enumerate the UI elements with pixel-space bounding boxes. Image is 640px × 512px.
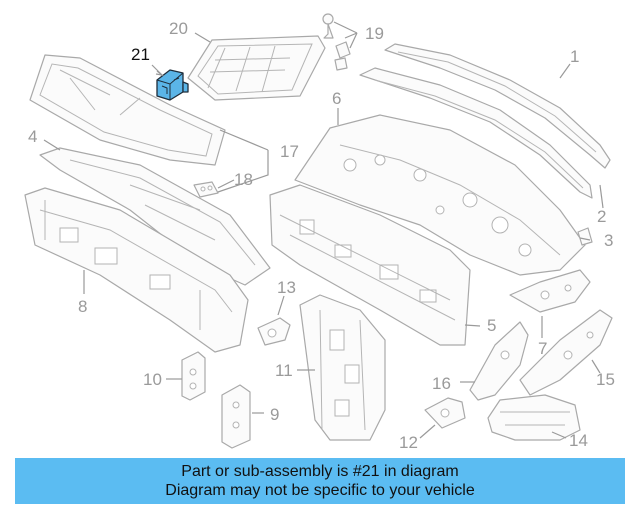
part-14-lower-member: [487, 394, 581, 441]
callout-9: 9: [270, 405, 279, 424]
callout-13: 13: [277, 278, 296, 297]
part-17-cowl-panel: [29, 54, 226, 166]
part-2-rail: [359, 67, 593, 199]
callout-20: 20: [169, 19, 188, 38]
callout-11: 11: [275, 361, 293, 380]
part-16-bracket: [469, 321, 529, 401]
callout-17: 17: [280, 142, 299, 161]
part-20-tray: [187, 35, 326, 101]
part-3-clip: [577, 227, 593, 246]
callout-21: 21: [131, 45, 150, 64]
callout-1: 1: [570, 47, 579, 66]
part-12-plate: [424, 397, 466, 429]
part-11-pillar: [299, 294, 386, 441]
callout-10: 10: [143, 370, 162, 389]
callout-12: 12: [399, 433, 418, 452]
callout-2: 2: [597, 207, 606, 226]
callout-4: 4: [28, 127, 37, 146]
part-18-bracket: [193, 181, 219, 198]
info-banner: Part or sub-assembly is #21 in diagram D…: [15, 458, 625, 504]
part-13-bracket: [257, 317, 291, 346]
callout-19: 19: [365, 24, 384, 43]
part-19-clips: [322, 13, 351, 71]
callout-labels: 1 2 3 4 5 6 7 8 9 10 11 12 13 14 15 16 1…: [28, 19, 615, 452]
part-15-side-rail: [519, 309, 613, 396]
banner-line-2: Diagram may not be specific to your vehi…: [165, 482, 475, 499]
parts-diagram: 1 2 3 4 5 6 7 8 9 10 11 12 13 14 15 16 1…: [24, 13, 615, 452]
part-9-bracket: [221, 384, 251, 449]
callout-6: 6: [332, 89, 341, 108]
callout-15: 15: [596, 370, 615, 389]
part-5-front-panel: [269, 184, 471, 346]
banner-line-1: Part or sub-assembly is #21 in diagram: [181, 463, 459, 480]
part-21-bracket: [156, 69, 189, 101]
callout-18: 18: [234, 170, 253, 189]
part-7-bracket: [509, 269, 591, 313]
callout-7: 7: [538, 339, 547, 358]
callout-14: 14: [569, 431, 588, 450]
part-6-large-panel: [294, 114, 586, 276]
callout-8: 8: [78, 297, 87, 316]
callout-5: 5: [487, 316, 496, 335]
leader-lines: [43, 21, 604, 439]
part-10-bracket: [181, 351, 206, 401]
part-1-long-rail: [384, 43, 611, 169]
callout-3: 3: [604, 231, 613, 250]
part-8-lower-frame: [24, 187, 249, 353]
part-4-upper-rail: [39, 147, 271, 286]
callout-16: 16: [432, 374, 451, 393]
